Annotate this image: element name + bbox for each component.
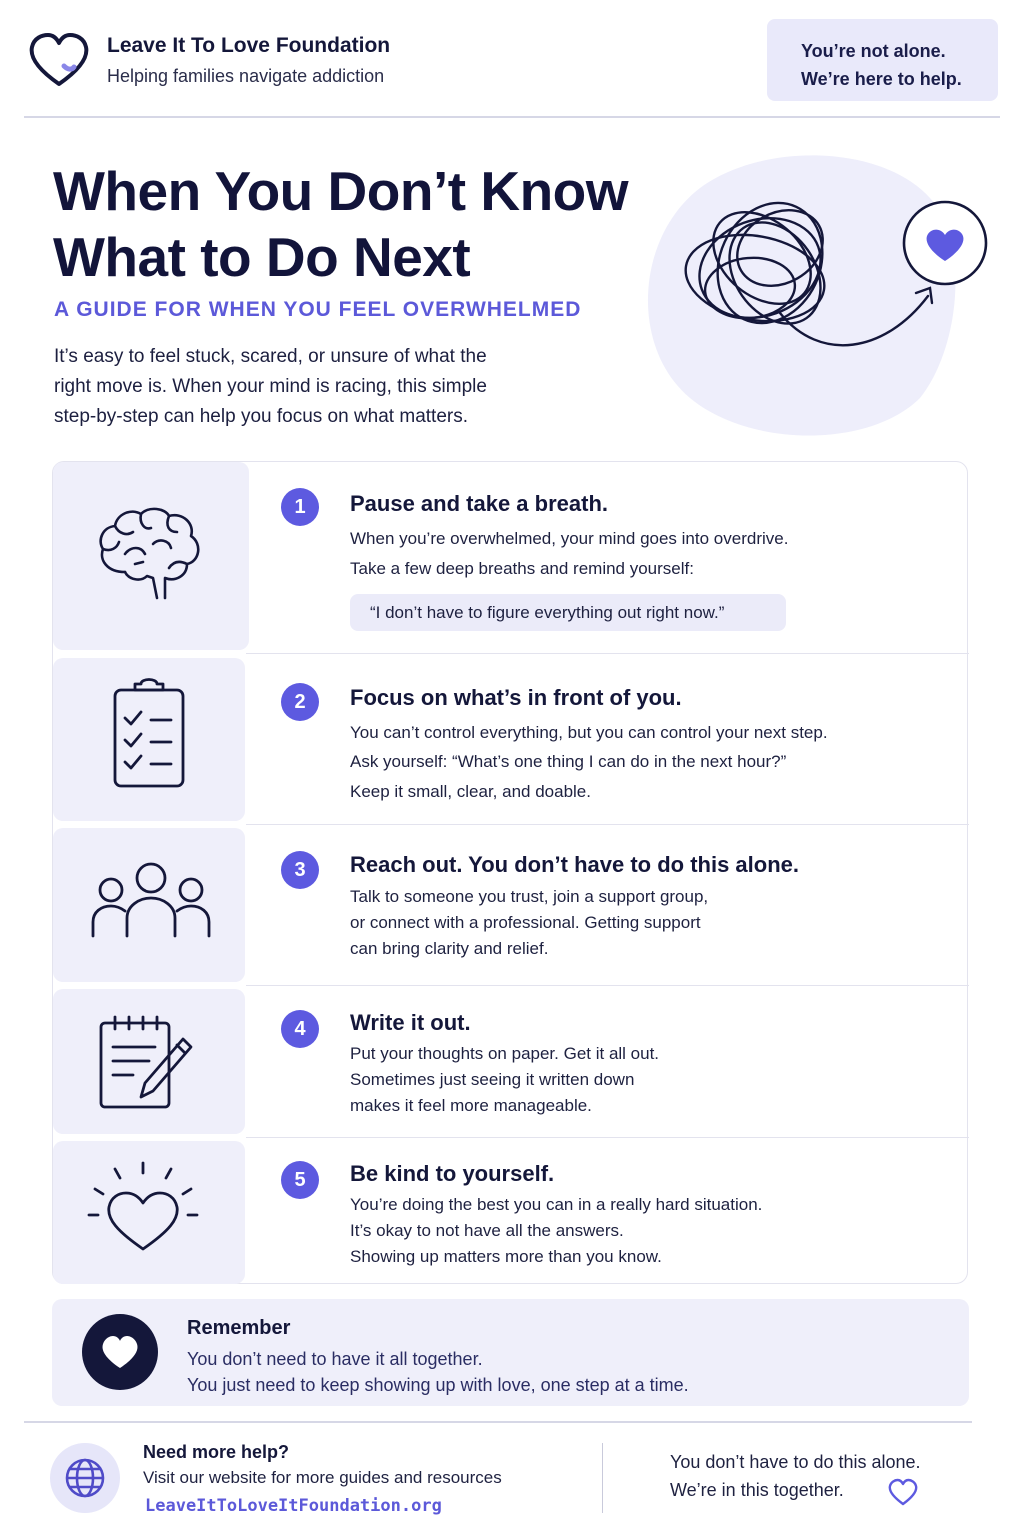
step-3-icon-tile <box>53 828 245 982</box>
step-1: 1 Pause and take a breath. When you’re o… <box>53 462 969 654</box>
notepad-pen-icon <box>99 1015 193 1109</box>
step-5-title: Be kind to yourself. <box>350 1161 555 1186</box>
step-2-icon-tile <box>53 658 245 821</box>
step-1-number: 1 <box>281 488 319 526</box>
glowing-heart-icon <box>87 1161 199 1251</box>
help-line-2: We’re here to help. <box>801 69 962 89</box>
step-4-number: 4 <box>281 1010 319 1048</box>
footer-vertical-divider <box>602 1443 603 1513</box>
intro-paragraph: It’s easy to feel stuck, scared, or unsu… <box>54 342 574 432</box>
remember-title: Remember <box>187 1317 291 1339</box>
step-5: 5 Be kind to yourself. You’re doing the … <box>53 1138 969 1284</box>
heart-logo-icon <box>29 33 89 86</box>
remember-line-2: You just need to keep showing up with lo… <box>187 1375 689 1395</box>
brain-icon <box>99 507 200 600</box>
step-3-line-2: or connect with a professional. Getting … <box>350 913 701 932</box>
step-divider <box>246 985 969 986</box>
remember-line-1: You don’t need to have it all together. <box>187 1349 483 1369</box>
intro-line-2: right move is. When your mind is racing,… <box>54 376 487 397</box>
help-callout: You’re not alone. We’re here to help. <box>767 19 998 101</box>
step-4-icon-tile <box>53 989 245 1134</box>
step-1-quote: “I don’t have to figure everything out r… <box>350 594 786 631</box>
footer-divider <box>24 1421 972 1423</box>
step-3-line-1: Talk to someone you trust, join a suppor… <box>350 887 709 906</box>
step-1-line-2: Take a few deep breaths and remind yours… <box>350 559 694 578</box>
intro-line-3: step-by-step can help you focus on what … <box>54 406 468 427</box>
intro-line-1: It’s easy to feel stuck, scared, or unsu… <box>54 346 487 367</box>
website-link[interactable]: LeaveItToLoveItFoundation.org <box>145 1496 442 1516</box>
footer-right-line-1: You don’t have to do this alone. <box>670 1452 921 1472</box>
step-5-line-2: It’s okay to not have all the answers. <box>350 1221 624 1240</box>
step-5-number: 5 <box>281 1161 319 1199</box>
title-line-2: What to Do Next <box>53 226 471 288</box>
step-4-title: Write it out. <box>350 1010 471 1035</box>
globe-badge <box>50 1443 120 1513</box>
step-4: 4 Write it out. Put your thoughts on pap… <box>53 986 969 1138</box>
step-5-line-3: Showing up matters more than you know. <box>350 1247 662 1266</box>
step-3-number: 3 <box>281 851 319 889</box>
heart-icon <box>102 1336 138 1368</box>
remember-callout: Remember You don’t need to have it all t… <box>52 1299 969 1406</box>
step-2-title: Focus on what’s in front of you. <box>350 685 682 710</box>
step-divider <box>246 824 969 825</box>
step-3-title: Reach out. You don’t have to do this alo… <box>350 852 799 877</box>
heart-outline-icon <box>888 1478 918 1506</box>
steps-card: 1 Pause and take a breath. When you’re o… <box>52 461 969 1284</box>
tangled-thoughts-illustration <box>647 155 988 436</box>
help-line-1: You’re not alone. <box>801 41 946 61</box>
clipboard-checklist-icon <box>113 678 185 788</box>
footer-help-title: Need more help? <box>143 1442 290 1462</box>
step-2-line-1: You can’t control everything, but you ca… <box>350 723 828 742</box>
step-4-line-1: Put your thoughts on paper. Get it all o… <box>350 1044 660 1063</box>
step-4-line-3: makes it feel more manageable. <box>350 1096 592 1115</box>
step-2-line-2: Ask yourself: “What’s one thing I can do… <box>350 752 787 771</box>
page-subtitle: A GUIDE FOR WHEN YOU FEEL OVERWHELMED <box>54 298 582 321</box>
step-2-number: 2 <box>281 683 319 721</box>
step-2: 2 Focus on what’s in front of you. You c… <box>53 654 969 825</box>
step-3: 3 Reach out. You don’t have to do this a… <box>53 825 969 986</box>
header-divider <box>24 116 1000 118</box>
step-3-line-3: can bring clarity and relief. <box>350 939 549 958</box>
step-5-icon-tile <box>53 1141 245 1284</box>
step-1-icon-tile <box>53 462 249 650</box>
people-group-icon <box>91 862 211 938</box>
footer-help-line: Visit our website for more guides and re… <box>143 1468 502 1487</box>
step-1-line-1: When you’re overwhelmed, your mind goes … <box>350 529 789 548</box>
step-2-line-3: Keep it small, clear, and doable. <box>350 782 591 801</box>
step-4-line-2: Sometimes just seeing it written down <box>350 1070 635 1089</box>
tangle-scribble-icon <box>684 201 934 347</box>
step-1-title: Pause and take a breath. <box>350 491 608 516</box>
page-title: When You Don’t Know What to Do Next <box>53 158 629 290</box>
globe-icon <box>65 1458 105 1498</box>
title-line-1: When You Don’t Know <box>53 160 629 222</box>
remember-badge <box>82 1314 158 1390</box>
step-5-line-1: You’re doing the best you can in a reall… <box>350 1195 763 1214</box>
brand-tagline: Helping families navigate addiction <box>107 66 385 86</box>
footer-right-line-2: We’re in this together. <box>670 1480 844 1500</box>
step-divider <box>246 653 969 654</box>
brand-name: Leave It To Love Foundation <box>107 34 391 57</box>
step-divider <box>246 1137 969 1138</box>
